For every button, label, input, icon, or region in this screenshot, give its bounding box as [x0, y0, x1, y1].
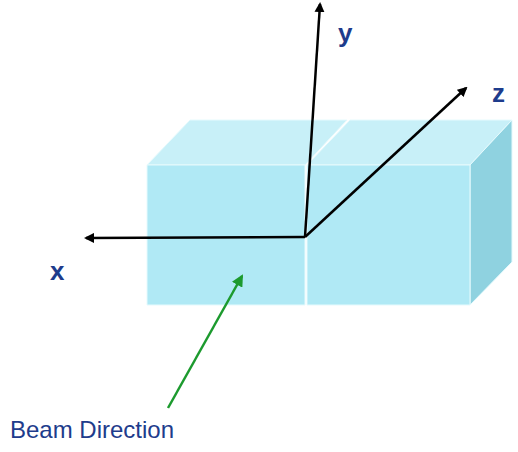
- beam-arrow: [168, 276, 242, 408]
- right-crystal-cube: [307, 120, 512, 305]
- axis-label: x: [50, 258, 64, 284]
- x-axis: [86, 237, 305, 238]
- axis-label: z: [492, 80, 505, 106]
- z-axis: [305, 88, 466, 237]
- beam-label: Beam Direction: [10, 418, 174, 442]
- y-axis: [305, 4, 320, 237]
- axis-label: y: [338, 20, 352, 46]
